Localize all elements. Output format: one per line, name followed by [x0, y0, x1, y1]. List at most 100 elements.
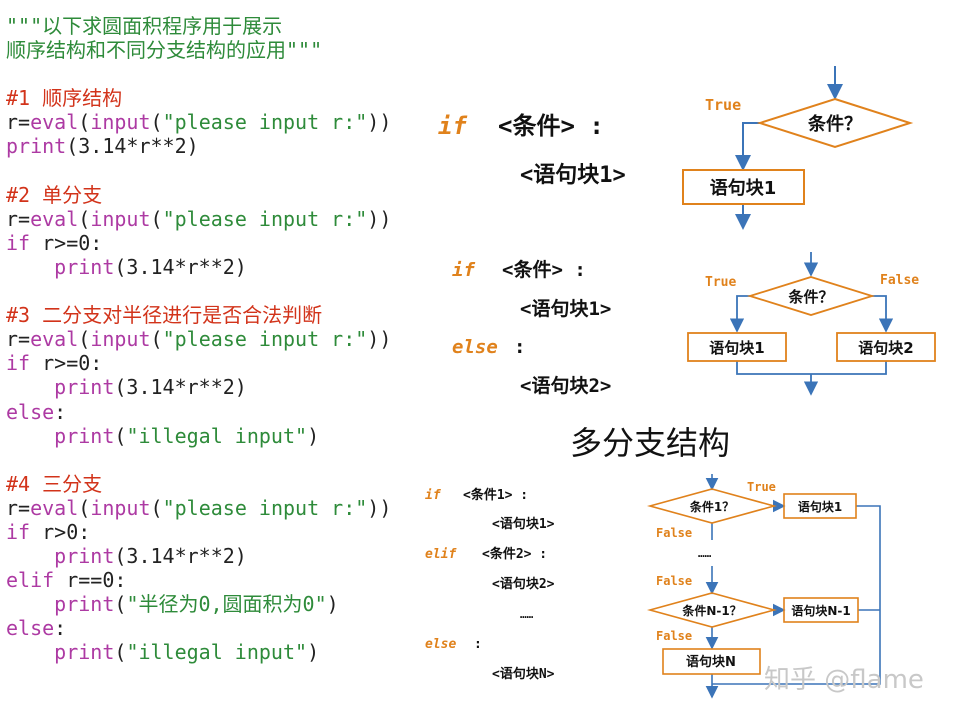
multi-diamond1-label: 条件1？ [689, 499, 734, 514]
code-token: "please input r:" [162, 495, 368, 520]
code-token: (3.14*r**2) [66, 134, 199, 159]
code-line: #3 二分支对半径进行是否合法判断 [6, 303, 391, 327]
single-if-keyword: if [438, 112, 467, 140]
code-token: "半径为0,圆面积为0" [126, 592, 327, 617]
double-branch-syntax: if <条件> : <语句块1> else : <语句块2> [452, 258, 611, 397]
double-condition-diamond [746, 276, 876, 316]
code-line: if r>=0: [6, 351, 391, 375]
code-token: )) [367, 206, 392, 231]
code-token: r= [6, 327, 31, 352]
code-token: #3 二分支对半径进行是否合法判断 [6, 303, 323, 328]
code-token: r>0: [30, 519, 91, 544]
multi-elif-keyword: elif [425, 547, 457, 562]
multi-else-colon: : [474, 637, 482, 652]
code-token: ) [307, 423, 320, 448]
single-true-label: True [705, 96, 741, 114]
code-token: if [6, 230, 31, 255]
code-token: print [54, 254, 115, 279]
multi-boxN1-label: 语句块N-1 [791, 603, 850, 618]
code-line: print("半径为0,圆面积为0") [6, 592, 391, 616]
double-false-arrow [872, 295, 894, 333]
code-line: """以下求圆面积程序用于展示 [6, 14, 391, 38]
code-token: ) [307, 640, 320, 665]
double-condition-text: <条件> : [502, 258, 586, 281]
double-block1-box [687, 332, 787, 362]
multi-block1-text: <语句块1> [492, 516, 555, 532]
code-token: ( [78, 206, 91, 231]
code-token: print [54, 423, 115, 448]
code-token: "please input r:" [162, 206, 368, 231]
single-branch-syntax: if <条件> : <语句块1> [438, 112, 626, 188]
code-token: #2 单分支 [6, 182, 103, 207]
multi-false1-label: False [656, 526, 692, 540]
code-token: r= [6, 206, 31, 231]
code-token: ( [114, 640, 127, 665]
code-token: eval [30, 110, 79, 135]
single-branch-flowchart [682, 66, 914, 230]
code-token: ( [150, 206, 163, 231]
code-token: : [54, 399, 67, 424]
double-merge-line [736, 361, 887, 375]
code-token: ( [78, 327, 91, 352]
code-line: print(3.14*r**2) [6, 255, 391, 279]
python-code-listing: """以下求圆面积程序用于展示顺序结构和不同分支结构的应用""" #1 顺序结构… [6, 14, 391, 665]
code-token: (3.14*r**2) [114, 254, 247, 279]
code-token: input [90, 110, 151, 135]
code-token: "please input r:" [162, 327, 368, 352]
code-token: print [6, 134, 67, 159]
code-token: 顺序结构和不同分支结构的应用""" [6, 38, 323, 63]
multi-block2-text: <语句块2> [492, 576, 555, 592]
multi-true-label: True [747, 480, 776, 494]
code-line: #4 三分支 [6, 472, 391, 496]
code-token: print [54, 592, 115, 617]
code-token: (3.14*r**2) [114, 544, 247, 569]
multi-false2-label: False [656, 574, 692, 588]
single-condition-diamond [756, 97, 914, 149]
multi-flow-ellipsis: …… [698, 547, 712, 560]
code-line: print(3.14*r**2) [6, 134, 391, 158]
double-else-keyword: else [452, 336, 498, 358]
code-token: if [6, 351, 31, 376]
single-condition-text: <条件> : [498, 112, 604, 140]
code-token: : [54, 616, 67, 641]
single-diamond-label: 条件？ [807, 113, 862, 135]
double-false-label: False [880, 273, 919, 288]
multi-box1-label: 语句块1 [798, 499, 842, 514]
code-token: input [90, 206, 151, 231]
double-true-label: True [705, 275, 736, 290]
multi-branch-syntax: if <条件1> : <语句块1> elif <条件2> : <语句块2> ……… [425, 487, 555, 682]
code-token: elif [6, 568, 55, 593]
code-token: else [6, 616, 55, 641]
code-line: print("illegal input") [6, 424, 391, 448]
code-token: eval [30, 327, 79, 352]
code-token: "please input r:" [162, 110, 368, 135]
code-token: print [54, 375, 115, 400]
multi-else-keyword: else [425, 637, 456, 652]
code-line: else: [6, 616, 391, 640]
code-token: """以下求圆面积程序用于展示 [6, 14, 283, 38]
code-line: print(3.14*r**2) [6, 375, 391, 399]
code-token: ) [326, 592, 339, 617]
code-token: r==0: [54, 568, 127, 593]
double-box2-label: 语句块2 [858, 339, 913, 357]
code-token: ( [114, 592, 127, 617]
code-token: ( [114, 423, 127, 448]
code-line: r=eval(input("please input r:")) [6, 327, 391, 351]
code-line: print("illegal input") [6, 640, 391, 664]
code-token: r= [6, 495, 31, 520]
double-block2-box [836, 332, 936, 362]
double-block2-text: <语句块2> [520, 374, 611, 397]
code-line: 顺序结构和不同分支结构的应用""" [6, 38, 391, 62]
code-line: r=eval(input("please input r:")) [6, 496, 391, 520]
code-token: if [6, 519, 31, 544]
code-token: )) [367, 110, 392, 135]
multi-branch-title: 多分支结构 [570, 424, 730, 462]
code-token: else [6, 399, 55, 424]
multi-blockN-text: <语句块N> [492, 666, 555, 682]
code-token: r>=0: [30, 351, 103, 376]
code-token: #1 顺序结构 [6, 86, 123, 111]
code-token: print [54, 544, 115, 569]
code-token: r= [6, 110, 31, 135]
single-box-label: 语句块1 [710, 177, 777, 199]
code-token: ( [78, 110, 91, 135]
